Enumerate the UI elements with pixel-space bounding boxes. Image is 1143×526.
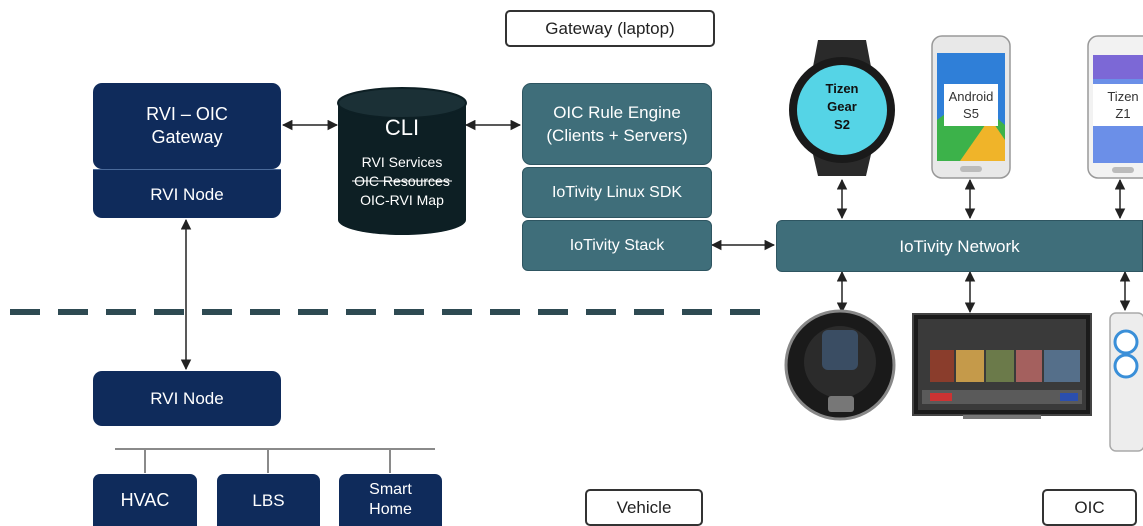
iotivity-linux-sdk-box: IoTivity Linux SDK bbox=[522, 167, 712, 218]
phone1-label-line2: S5 bbox=[963, 106, 979, 121]
linux-sdk-label: IoTivity Linux SDK bbox=[551, 184, 683, 201]
iotivity-stack-box: IoTivity Stack bbox=[522, 220, 712, 271]
rvi-oic-gateway-line1: RVI – OIC bbox=[146, 104, 228, 124]
rvi-oic-gateway-box: RVI – OIC Gateway bbox=[93, 83, 281, 169]
air-purifier-icon bbox=[1109, 312, 1143, 452]
gateway-laptop-label-text: Gateway (laptop) bbox=[545, 18, 675, 38]
phone2-label-line2: Z1 bbox=[1115, 106, 1130, 121]
android-s5-phone-icon bbox=[931, 35, 1011, 179]
smart-home-line1: Smart bbox=[369, 481, 412, 498]
watch-label-line2: Gear bbox=[827, 99, 857, 114]
rule-engine-line1: OIC Rule Engine bbox=[553, 103, 681, 122]
smart-home-box: Smart Home bbox=[339, 474, 442, 526]
rvi-node-top-label: RVI Node bbox=[150, 184, 224, 204]
rvi-node-bottom-box: RVI Node bbox=[93, 371, 281, 426]
oic-label-text: OIC bbox=[1074, 497, 1105, 517]
vehicle-label: Vehicle bbox=[585, 489, 703, 526]
oic-rule-engine-box: OIC Rule Engine (Clients + Servers) bbox=[522, 83, 712, 165]
lbs-box: LBS bbox=[217, 474, 320, 526]
hvac-box: HVAC bbox=[93, 474, 197, 526]
watch-label-line1: Tizen bbox=[826, 81, 859, 96]
oic-label: OIC bbox=[1042, 489, 1137, 526]
watch-label-line3: S2 bbox=[834, 117, 850, 132]
tizen-z1-phone-icon bbox=[1087, 35, 1143, 179]
smart-tv-icon bbox=[912, 313, 1092, 419]
rule-engine-line2: (Clients + Servers) bbox=[546, 126, 688, 145]
cli-title: CLI bbox=[385, 115, 419, 140]
phone2-label-line1: Tizen bbox=[1107, 89, 1138, 104]
cli-cylinder bbox=[337, 87, 467, 235]
hvac-label: HVAC bbox=[120, 489, 170, 510]
robot-vacuum-icon bbox=[784, 309, 896, 421]
network-label: IoTivity Network bbox=[899, 236, 1020, 256]
smart-home-line2: Home bbox=[369, 501, 412, 518]
iotivity-network-box: IoTivity Network bbox=[776, 220, 1143, 272]
cli-line-oic-resources: OIC Resources bbox=[354, 173, 450, 189]
rvi-node-top-box: RVI Node bbox=[93, 169, 281, 218]
rvi-oic-gateway-line2: Gateway bbox=[151, 127, 223, 147]
stack-label: IoTivity Stack bbox=[569, 237, 665, 254]
cli-line-oic-rvi-map: OIC-RVI Map bbox=[360, 192, 444, 208]
tizen-gear-s2-watch-icon bbox=[789, 40, 895, 176]
phone1-label-line1: Android bbox=[949, 89, 994, 104]
rvi-node-bottom-label: RVI Node bbox=[150, 389, 224, 408]
lbs-label: LBS bbox=[252, 490, 285, 510]
vehicle-label-text: Vehicle bbox=[616, 497, 672, 517]
gateway-laptop-label: Gateway (laptop) bbox=[505, 10, 715, 47]
cli-line-rvi-services: RVI Services bbox=[362, 154, 443, 170]
